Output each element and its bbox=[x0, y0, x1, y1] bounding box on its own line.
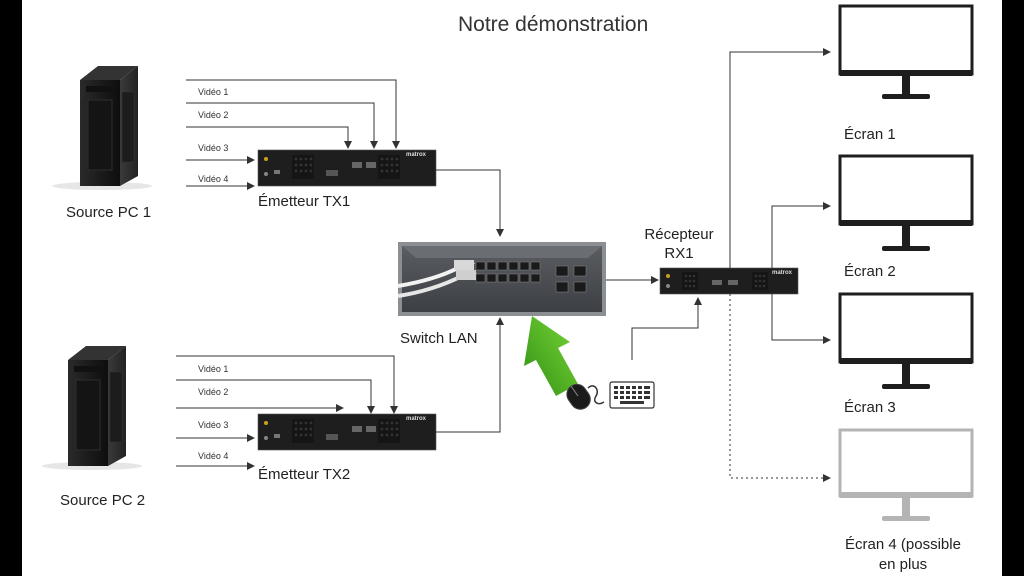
tx2-video-4-label: Vidéo 4 bbox=[198, 451, 229, 461]
screen-4-label-line1: Écran 4 (possible bbox=[845, 536, 961, 553]
tx2-video-3-label: Vidéo 3 bbox=[198, 420, 229, 430]
diagram-drawing bbox=[42, 4, 974, 521]
tx2-brand-label: matrox bbox=[406, 416, 427, 422]
tx1-brand-label: matrox bbox=[406, 152, 427, 158]
screen-2-monitor bbox=[838, 154, 974, 251]
transmitter-tx1 bbox=[257, 149, 437, 187]
receiver-rx1-label-line1: Récepteur bbox=[644, 226, 714, 243]
switch-lan-device bbox=[397, 242, 606, 316]
screen-4-monitor-optional bbox=[838, 428, 974, 521]
diagram-title: Notre démonstration bbox=[458, 13, 649, 36]
mouse-icon bbox=[566, 383, 605, 410]
tx1-video-4-label: Vidéo 4 bbox=[198, 174, 229, 184]
tx1-video-1-label: Vidéo 1 bbox=[198, 87, 229, 97]
transmitter-tx1-label: Émetteur TX1 bbox=[258, 193, 351, 210]
rx1-brand-label: matrox bbox=[772, 270, 793, 276]
tx1-video-lines bbox=[186, 79, 400, 190]
keyboard-icon bbox=[609, 381, 655, 409]
transmitter-tx2-label: Émetteur TX2 bbox=[258, 466, 351, 483]
tx2-video-lines bbox=[176, 355, 398, 470]
green-arrow bbox=[524, 316, 578, 396]
source-pc-1-tower bbox=[52, 66, 152, 190]
screen-4-label-line2: en plus bbox=[878, 556, 928, 573]
transmitter-tx2 bbox=[257, 413, 437, 451]
tx1-video-2-label: Vidéo 2 bbox=[198, 110, 229, 120]
tx2-video-2-label: Vidéo 2 bbox=[198, 387, 229, 397]
receiver-rx1 bbox=[659, 267, 799, 295]
screen-1-label: Écran 1 bbox=[844, 126, 896, 143]
receiver-rx1-label-line2: RX1 bbox=[664, 245, 694, 262]
tx1-video-3-label: Vidéo 3 bbox=[198, 143, 229, 153]
rx-to-screen-lines bbox=[729, 48, 831, 482]
source-pc-1-label: Source PC 1 bbox=[66, 204, 152, 221]
switch-lan-label: Switch LAN bbox=[400, 330, 478, 347]
source-pc-2-label: Source PC 2 bbox=[60, 492, 146, 509]
diagram-canvas: Notre démonstration Source PC 1 Émetteur… bbox=[22, 0, 1002, 576]
source-pc-2-tower bbox=[42, 346, 142, 470]
keyboard-to-rx-line bbox=[631, 297, 702, 360]
tx2-video-1-label: Vidéo 1 bbox=[198, 364, 229, 374]
tx-to-switch-lines bbox=[436, 169, 504, 433]
screen-3-monitor bbox=[838, 292, 974, 389]
screen-1-monitor bbox=[838, 4, 974, 99]
screen-2-label: Écran 2 bbox=[844, 263, 896, 280]
screen-3-label: Écran 3 bbox=[844, 399, 896, 416]
